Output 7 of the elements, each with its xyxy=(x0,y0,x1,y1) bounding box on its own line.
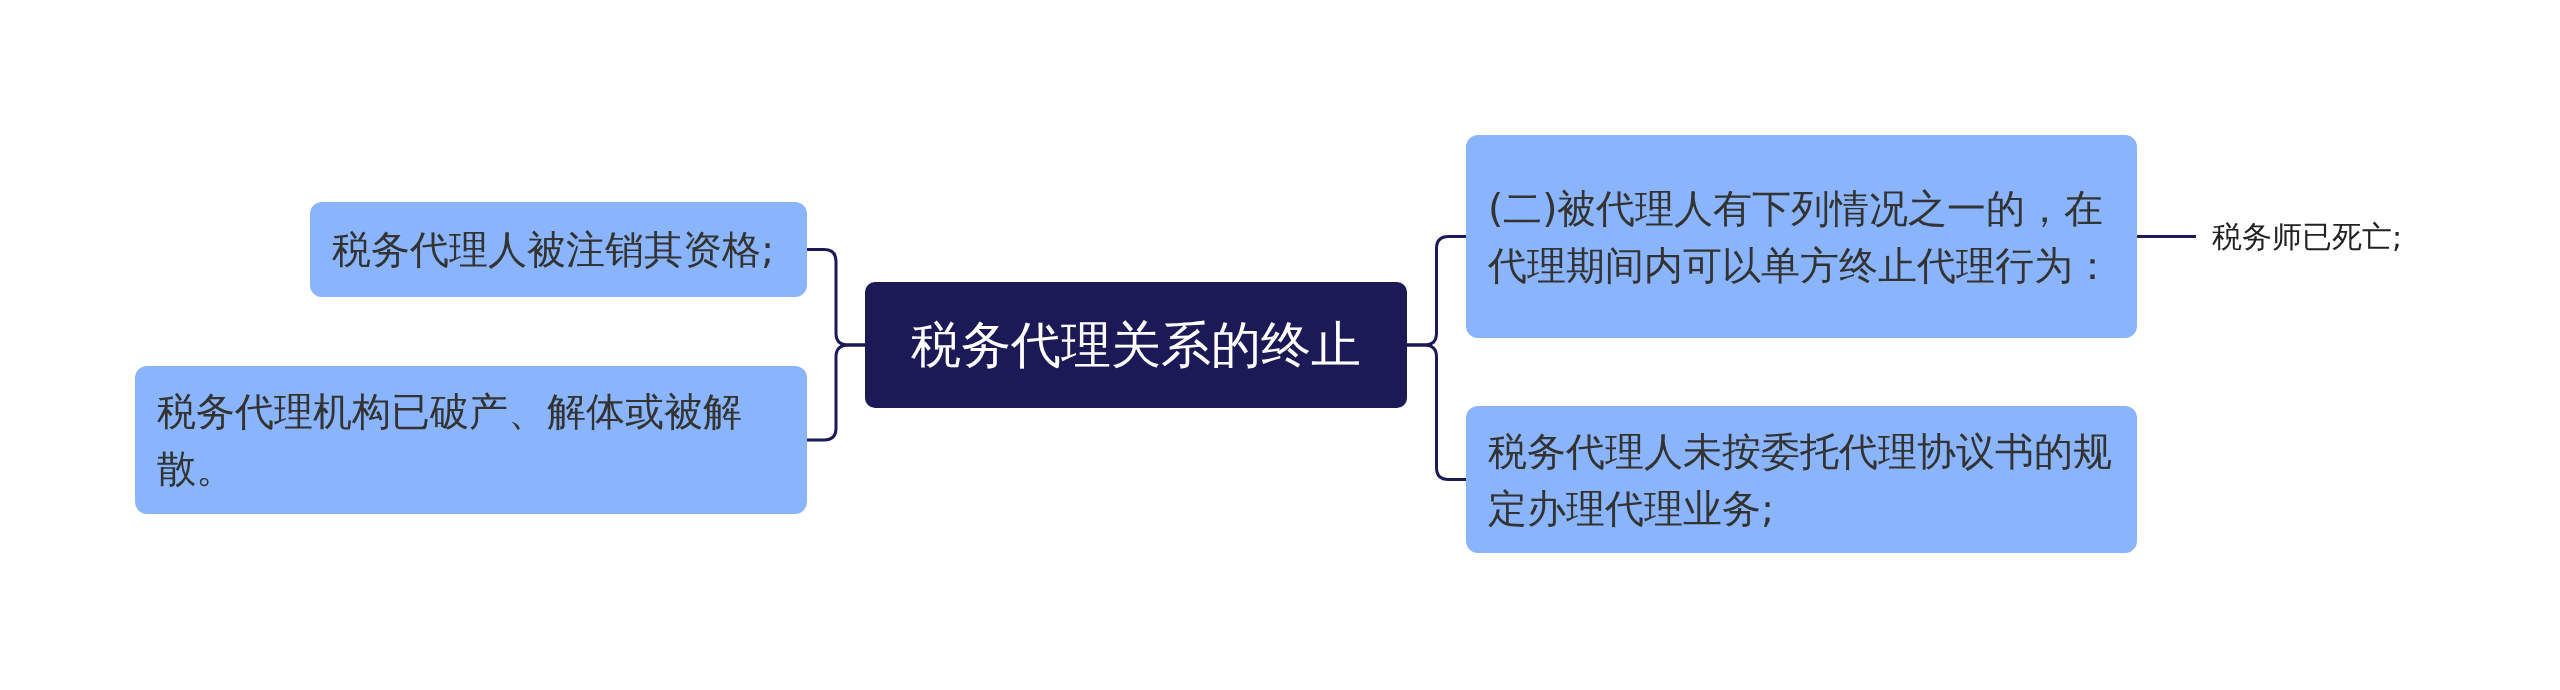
topic-box: 税务代理人未按委托代理协议书的规定办理代理业务; xyxy=(1466,406,2137,553)
topic-box: 税务代理机构已破产、解体或被解散。 xyxy=(135,366,807,514)
topic-box: 税务代理人被注销其资格; xyxy=(310,202,807,297)
topic-box: (二)被代理人有下列情况之一的，在代理期间内可以单方终止代理行为： xyxy=(1466,135,2137,338)
connector-line xyxy=(2137,235,2196,238)
subtopic-text: 税务师已死亡; xyxy=(2196,212,2446,262)
central-topic-box: 税务代理关系的终止 xyxy=(865,282,1407,408)
